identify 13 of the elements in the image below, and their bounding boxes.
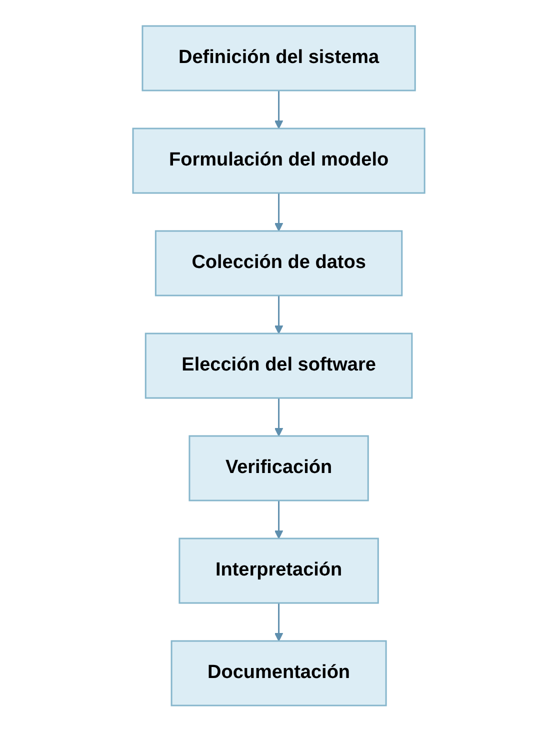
arrow <box>274 90 284 130</box>
node-box: Definición del sistema <box>142 26 416 92</box>
node-box: Colección de datos <box>155 230 403 296</box>
node-box: Documentación <box>170 640 387 706</box>
node-box: Formulación del modelo <box>132 128 426 194</box>
arrow <box>274 398 284 437</box>
arrow <box>274 296 284 334</box>
node-box: Verificación <box>188 436 370 502</box>
node-box: Elección del software <box>145 333 413 399</box>
arrow <box>274 603 284 642</box>
node-box: Interpretación <box>178 538 380 604</box>
arrow <box>274 193 284 232</box>
arrow <box>274 500 284 540</box>
